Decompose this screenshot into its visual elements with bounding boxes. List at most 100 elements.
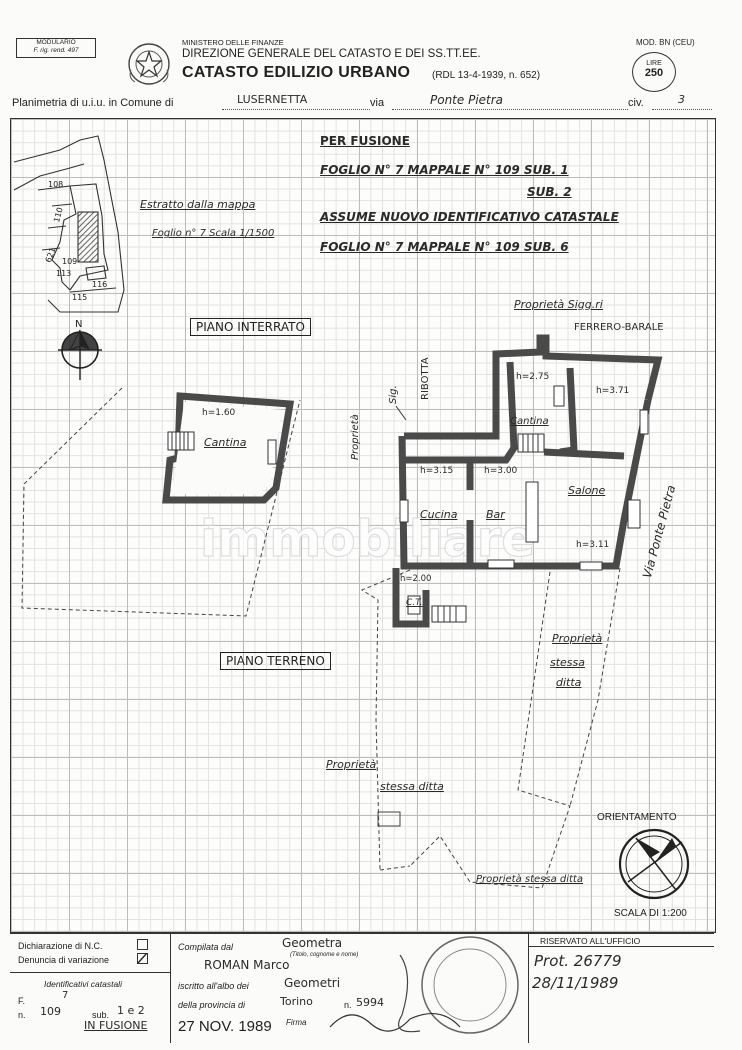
plan-grid [10, 118, 716, 933]
assume-label: ASSUME NUOVO IDENTIFICATIVO CATASTALE [320, 210, 619, 224]
surveyor-name: ROMAN Marco [204, 958, 290, 972]
prop-ribotta-1: Proprietà [350, 414, 361, 460]
map-number-621: 621 [44, 246, 58, 263]
map-number-110: 110 [52, 206, 65, 223]
civ-label: civ. [628, 97, 644, 109]
h-300: h=3.00 [484, 466, 518, 476]
ministry-label: MINISTERO DELLE FINANZE [182, 38, 284, 47]
bar-label: Bar [486, 508, 505, 521]
prop-stessa-c: Proprietà stessa ditta [476, 874, 583, 885]
catasto-title: CATASTO EDILIZIO URBANO [182, 64, 411, 81]
riservato-label: RISERVATO ALL'UFFICIO [540, 936, 641, 946]
prot-value: Prot. 26779 [534, 952, 622, 970]
cucina-label: Cucina [420, 508, 458, 521]
compilata-label: Compilata dal [178, 942, 234, 952]
main-building-details [399, 385, 649, 623]
modulario-box: MODULARIO F. rig. rend. 497 [16, 38, 96, 58]
map-number-109: 109 [62, 257, 77, 266]
model-code: MOD. BN (CEU) [636, 38, 695, 47]
north-label: N [75, 319, 82, 330]
f-value: 7 [62, 990, 69, 1001]
h-311: h=3.11 [576, 540, 610, 550]
n-label: n. [18, 1010, 26, 1020]
piano-terreno-label: PIANO TERRENO [220, 652, 331, 670]
h-275: h=2.75 [516, 372, 550, 382]
date-stamp: 27 NOV. 1989 [178, 1018, 272, 1035]
direction-label: DIREZIONE GENERALE DEL CATASTO E DEI SS.… [182, 48, 481, 60]
iscritto-label: iscritto all'albo dei [178, 981, 249, 991]
piano-interrato-text: PIANO INTERRATO [196, 320, 305, 334]
albo-value: Geometri [284, 976, 341, 990]
footer-divider-2 [528, 933, 529, 1043]
h-160: h=1.60 [202, 408, 236, 418]
prop-stessa-b1: Proprietà [326, 758, 377, 771]
footer-divider-1 [170, 933, 171, 1043]
map-extract [13, 135, 125, 313]
footer-divider-4 [10, 972, 170, 973]
footer-panel [10, 933, 714, 1044]
sub2-label: SUB. 2 [527, 185, 572, 199]
foglio-line-1: FOGLIO N° 7 MAPPALE N° 109 SUB. 1 [320, 163, 569, 177]
law-reference: (RDL 13-4-1939, n. 652) [432, 70, 541, 81]
lire-stamp: LIRE 250 [632, 52, 676, 92]
map-number-113: 113 [56, 269, 71, 278]
sub-value: 1 e 2 [117, 1004, 145, 1017]
firma-label: Firma [286, 1018, 307, 1027]
iscrizione-n-label: n. [344, 1000, 352, 1010]
watermark: immobiliare [200, 510, 535, 568]
iscrizione-n-value: 5994 [356, 996, 384, 1009]
basement-outline [21, 387, 301, 617]
orientamento-label: ORIENTAMENTO [597, 812, 677, 823]
property-boundaries [360, 567, 621, 889]
prop-ferrero-line2: FERRERO-BARALE [574, 322, 664, 333]
north-arrow-icon [58, 329, 102, 380]
denuncia-checkbox [137, 953, 148, 964]
republic-emblem-icon [126, 40, 172, 93]
planimetry-line: Planimetria di u.i.u. in Comune di LUSER… [12, 93, 712, 110]
titolo-note: (Titolo, cognome e nome) [290, 952, 359, 958]
provincia-value: Torino [280, 995, 313, 1008]
sub-label: sub. [92, 1010, 110, 1020]
footer-divider-3 [528, 946, 714, 947]
via-value: Ponte Pietra [430, 93, 504, 107]
map-number-115: 115 [72, 293, 87, 302]
surveyor-stamp-and-signature [329, 936, 519, 1034]
scala-label: SCALA DI 1:200 [614, 908, 687, 919]
compilata-value: Geometra [282, 936, 343, 950]
h-315: h=3.15 [420, 466, 454, 476]
cantina-left: Cantina [204, 436, 247, 449]
piano-terreno-text: PIANO TERRENO [226, 654, 325, 668]
prop-stessa-b2: stessa ditta [380, 780, 444, 793]
ct-label: C.T. [406, 598, 423, 608]
modulario-label: MODULARIO [36, 39, 76, 46]
fusion-title: PER FUSIONE [320, 134, 410, 148]
comune-value: LUSERNETTA [237, 93, 308, 106]
prop-ferrero-line1: Proprietà Sigg.ri [514, 298, 603, 311]
estratto-label: Estratto dalla mappa [140, 198, 256, 211]
lire-label: LIRE [646, 60, 662, 67]
orientation-compass-icon [618, 828, 690, 900]
salone-label: Salone [568, 484, 606, 497]
cantina-left-walls [162, 392, 295, 504]
prop-ribotta-3: RIBOTTA [420, 357, 431, 400]
dichiarazione-checkbox [137, 939, 148, 950]
foglio-scala-label: Foglio n° 7 Scala 1/1500 [152, 228, 275, 239]
identificativi-label: Identificativi catastali [44, 979, 122, 989]
prop-stessa-3: ditta [556, 676, 582, 689]
civ-value: 3 [678, 93, 685, 106]
piano-interrato-label: PIANO INTERRATO [190, 318, 311, 336]
denuncia-label: Denuncia di variazione [18, 955, 110, 965]
foglio-line-2: FOGLIO N° 7 MAPPALE N° 109 SUB. 6 [320, 240, 569, 254]
prop-stessa-2: stessa [550, 656, 586, 669]
checked-mark-icon [137, 953, 147, 963]
prop-stessa-1: Proprietà [552, 632, 603, 645]
provincia-label: della provincia di [178, 1000, 246, 1010]
stairs-left-icon [167, 431, 195, 451]
prop-ribotta-2: Sig. [388, 385, 399, 404]
prot-date: 28/11/1989 [532, 974, 619, 992]
cantina-right: Cantina [510, 416, 549, 427]
f-label: F. [18, 996, 26, 1006]
n-value: 109 [40, 1005, 61, 1018]
dichiarazione-label: Dichiarazione di N.C. [18, 941, 103, 951]
